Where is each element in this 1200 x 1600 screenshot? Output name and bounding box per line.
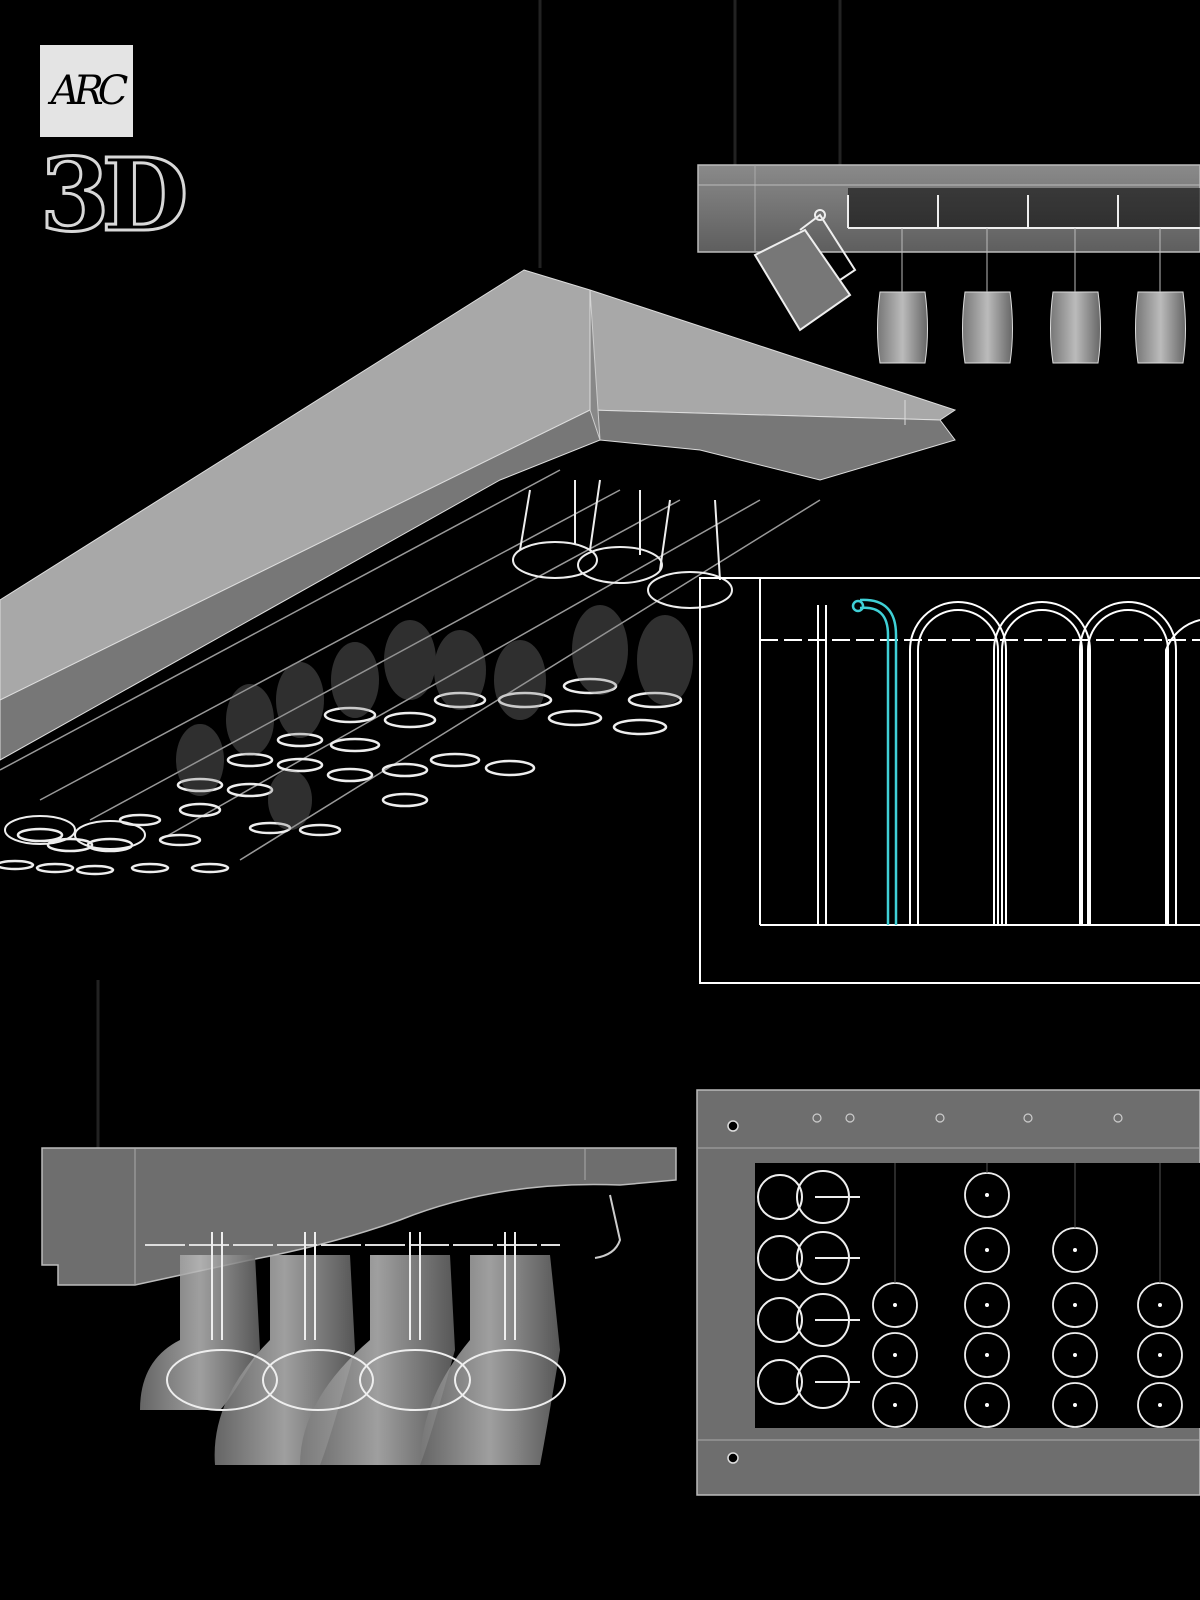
plan-view-mugs xyxy=(757,1170,860,1409)
front-elevation-glasses xyxy=(877,228,1186,364)
brand-logo: ARC xyxy=(40,45,133,137)
perspective-mugs xyxy=(4,479,733,850)
side-elevation-glasses xyxy=(140,1232,566,1465)
front-elevation-mug xyxy=(753,209,857,332)
side-section xyxy=(699,577,1200,984)
perspective-glasses xyxy=(0,677,683,876)
highlighted-hook xyxy=(851,598,898,925)
plan-view xyxy=(696,1089,1200,1496)
logo-mark: ARC xyxy=(50,68,129,114)
front-elevation xyxy=(697,0,1200,364)
side-elevation xyxy=(41,980,677,1465)
perspective-view xyxy=(0,0,957,876)
